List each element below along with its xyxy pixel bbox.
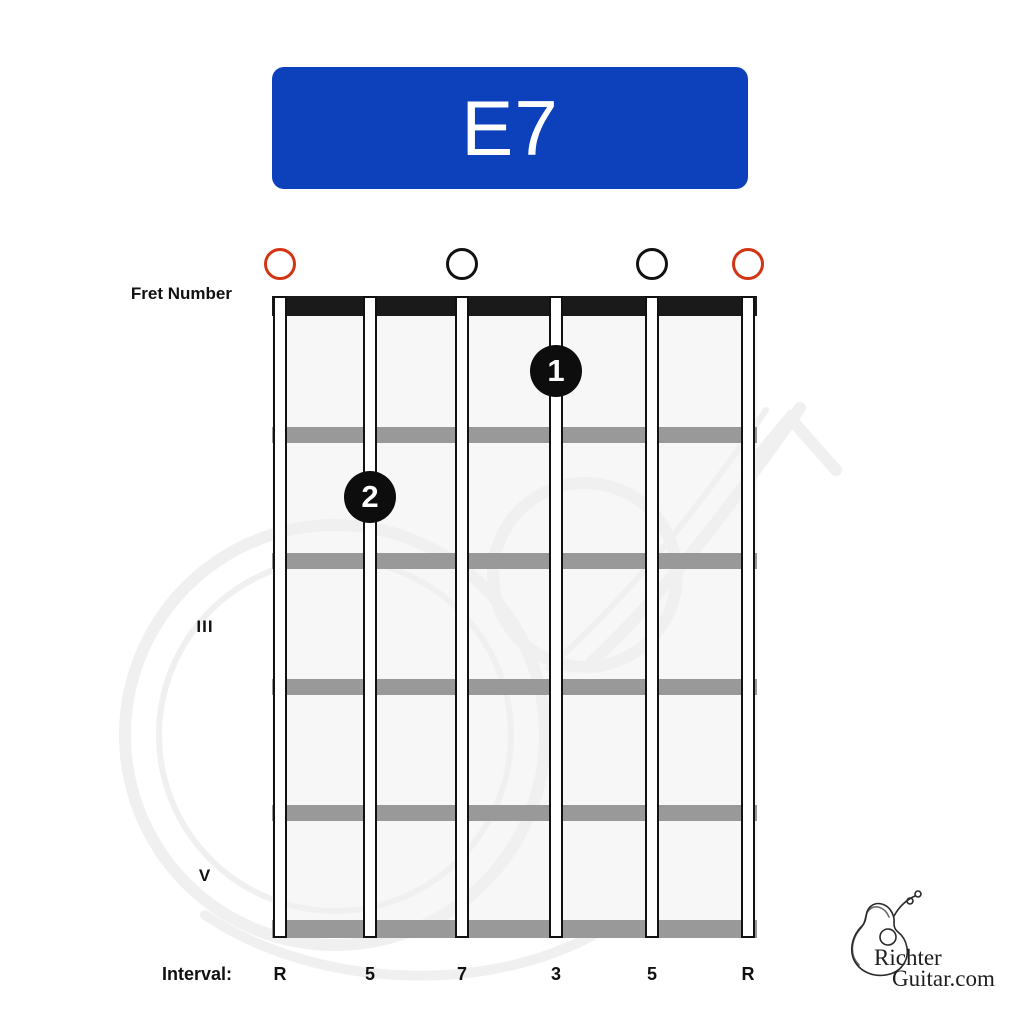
fret-numeral-5: V xyxy=(198,866,212,885)
interval-value-3: 7 xyxy=(456,964,467,984)
fret-wire-4 xyxy=(272,805,757,821)
chord-title: E7 xyxy=(461,84,559,172)
open-string-marker-1 xyxy=(264,248,296,280)
fret-wire-1 xyxy=(272,427,757,443)
fret-numeral-3: III xyxy=(196,617,214,636)
fret-wire-2 xyxy=(272,553,757,569)
interval-value-2: 5 xyxy=(364,964,375,984)
richter-guitar-logo: Richter Guitar.com xyxy=(851,890,995,991)
open-string-marker-3 xyxy=(446,248,478,280)
string-line-6 xyxy=(741,296,755,938)
string-line-1 xyxy=(273,296,287,938)
fret-wire-5 xyxy=(272,920,757,938)
finger-dot-1: 1 xyxy=(530,345,582,397)
string-line-2 xyxy=(363,296,377,938)
interval-value-6: R xyxy=(741,964,755,984)
finger-dot-2: 2 xyxy=(344,471,396,523)
interval-value-4: 3 xyxy=(550,964,561,984)
interval-row-label: Interval: xyxy=(161,964,232,984)
interval-value-1: R xyxy=(273,964,287,984)
logo-text-line2: Guitar.com xyxy=(892,966,995,991)
open-string-marker-6 xyxy=(732,248,764,280)
string-line-5 xyxy=(645,296,659,938)
open-string-marker-5 xyxy=(636,248,668,280)
nut xyxy=(272,296,757,316)
fretboard-background xyxy=(272,296,757,938)
fret-number-label: Fret Number xyxy=(130,284,232,303)
interval-value-5: 5 xyxy=(646,964,657,984)
fret-wire-3 xyxy=(272,679,757,695)
logo-text-line1: Richter xyxy=(874,945,942,970)
string-line-3 xyxy=(455,296,469,938)
chord-title-box: E7 xyxy=(272,67,748,189)
